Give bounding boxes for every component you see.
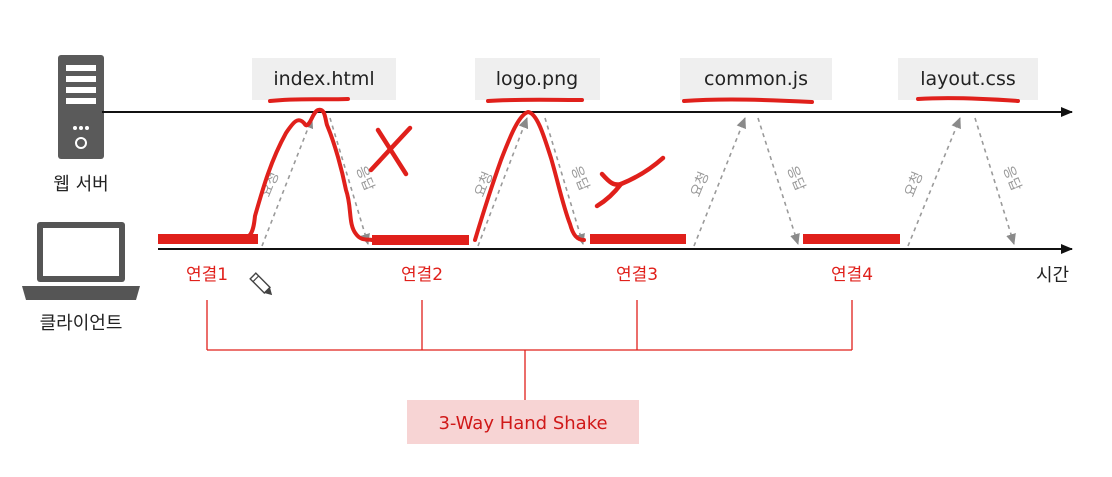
request-label: 요청 xyxy=(902,170,926,200)
handwritten-curve-2 xyxy=(473,110,586,242)
request-arrow-4 xyxy=(907,117,961,247)
response-label: 응답 xyxy=(999,164,1024,194)
response-arrow-4 xyxy=(974,117,1016,245)
handwritten-annotations xyxy=(234,96,1020,242)
connection-bar-2 xyxy=(372,235,469,245)
handshake-label: 3-Way Hand Shake xyxy=(438,413,607,434)
server-label: 웹 서버 xyxy=(53,174,108,195)
file-box-logo: logo.png xyxy=(475,58,600,100)
handshake-box: 3-Way Hand Shake xyxy=(407,400,639,444)
server-icon xyxy=(58,55,104,159)
file-label: logo.png xyxy=(496,68,578,90)
time-label: 시간 xyxy=(1036,265,1069,286)
message-arrows xyxy=(261,117,1016,247)
request-arrow-3 xyxy=(693,117,746,247)
file-box-layout: layout.css xyxy=(898,58,1038,100)
cross-mark-icon xyxy=(368,125,413,177)
response-arrow-2 xyxy=(544,117,585,245)
laptop-icon xyxy=(22,222,140,300)
request-arrow-2 xyxy=(477,117,529,247)
connection-bar-1 xyxy=(158,234,258,244)
message-labels: 요청 응답 요청 응답 요청 응답 요청 응답 xyxy=(258,164,1024,200)
file-label: common.js xyxy=(704,68,808,90)
connection-label-4: 연결4 xyxy=(831,265,873,285)
underline-index xyxy=(268,97,350,103)
connection-bar-3 xyxy=(590,234,686,244)
client-label: 클라이언트 xyxy=(40,313,123,334)
request-arrow-1 xyxy=(261,117,314,247)
file-box-index: index.html xyxy=(252,58,396,100)
connection-label-2: 연결2 xyxy=(401,265,443,285)
connection-label-1: 연결1 xyxy=(186,265,228,285)
response-label: 응답 xyxy=(567,164,592,194)
handshake-bracket xyxy=(206,300,853,400)
connection-label-3: 연결3 xyxy=(616,265,658,285)
response-arrow-1 xyxy=(329,117,370,245)
file-box-common: common.js xyxy=(680,58,832,100)
connection-bar-4 xyxy=(803,234,900,244)
request-label: 요청 xyxy=(688,170,712,200)
response-label: 응답 xyxy=(783,164,808,194)
handwritten-curve-1 xyxy=(234,107,374,242)
underline-logo xyxy=(486,97,584,103)
underline-layout xyxy=(916,96,1020,103)
response-arrow-3 xyxy=(757,117,800,245)
check-mark-icon xyxy=(594,155,666,209)
file-label: index.html xyxy=(273,68,374,90)
connection-bars xyxy=(158,234,900,245)
file-label: layout.css xyxy=(920,68,1016,90)
underline-common xyxy=(682,97,814,104)
pencil-cursor-icon xyxy=(249,272,273,296)
